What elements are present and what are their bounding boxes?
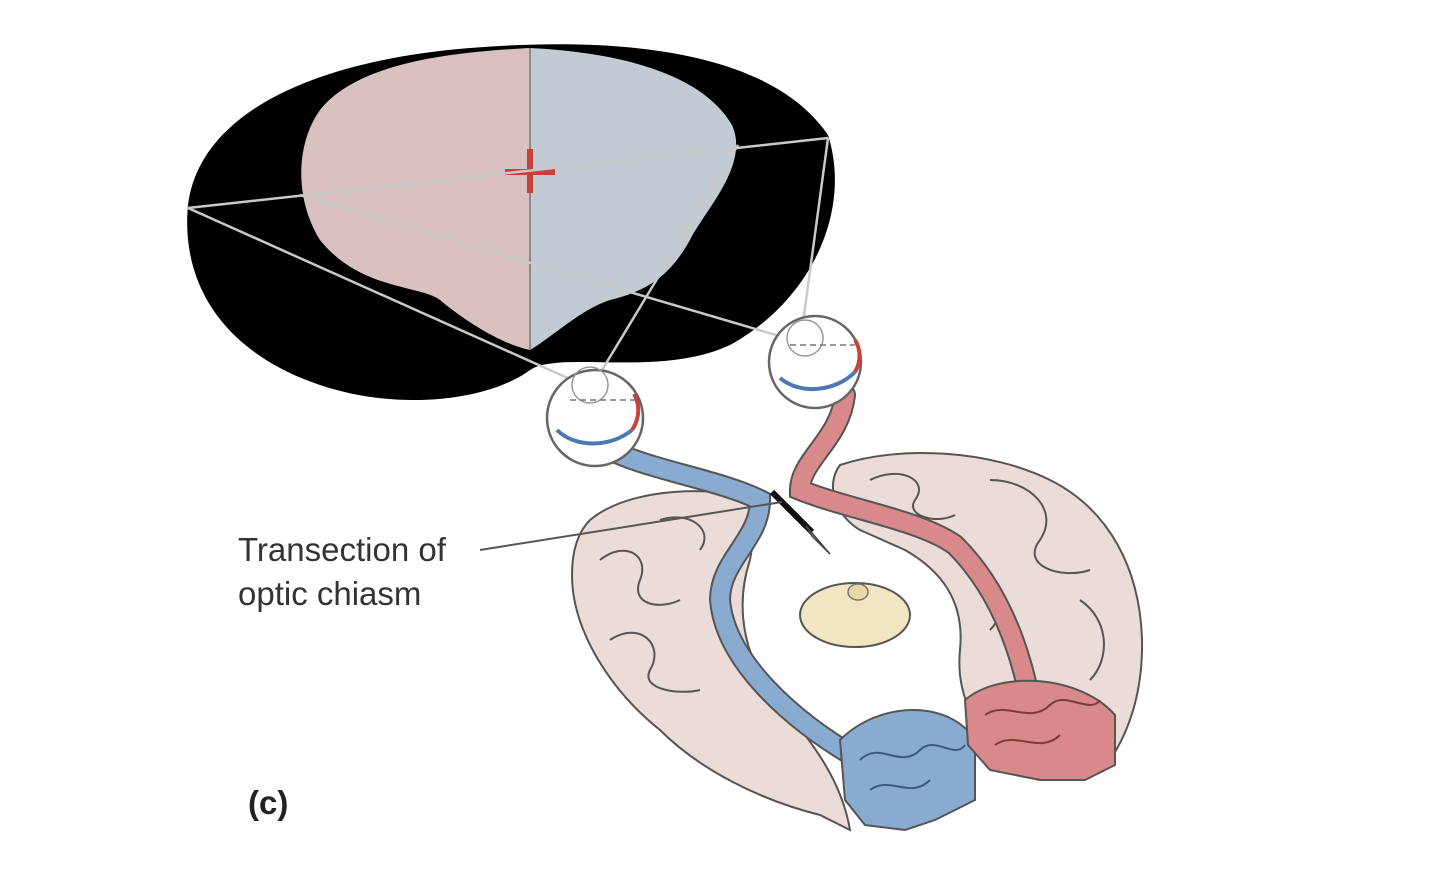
panel-label: (c) bbox=[248, 784, 289, 821]
transection-label-line2: optic chiasm bbox=[238, 575, 422, 612]
scalpel-icon bbox=[769, 489, 831, 555]
right-visual-cortex bbox=[963, 679, 1116, 781]
right-eye bbox=[767, 314, 863, 410]
left-eye bbox=[545, 366, 645, 468]
projection-lines bbox=[187, 136, 830, 391]
brainstem bbox=[799, 582, 911, 648]
left-hemisphere bbox=[570, 490, 852, 832]
transection-leader-line bbox=[479, 501, 783, 551]
brain-section bbox=[570, 384, 1144, 832]
right-hemifield bbox=[530, 48, 737, 350]
transection-label: Transection of optic chiasm bbox=[238, 528, 446, 616]
visual-field bbox=[187, 44, 835, 401]
left-hemifield bbox=[301, 48, 530, 350]
left-visual-cortex bbox=[838, 709, 976, 832]
transection-label-line1: Transection of bbox=[238, 531, 446, 568]
